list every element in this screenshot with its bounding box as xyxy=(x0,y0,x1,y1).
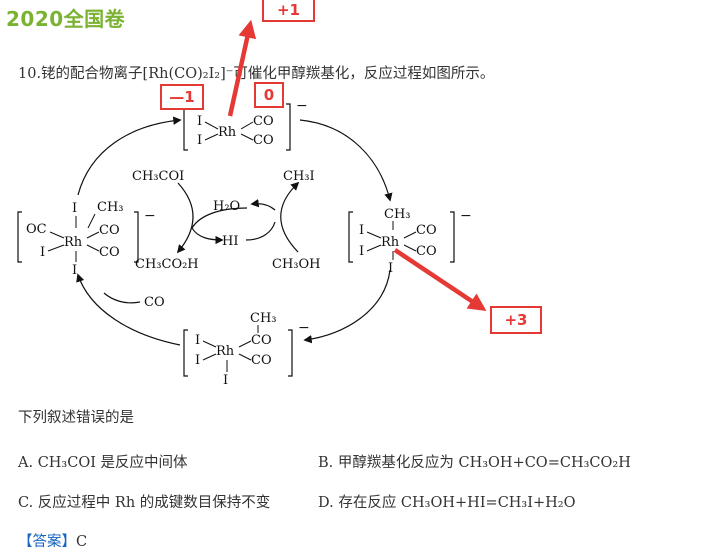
option-b: B. 甲醇羰基化反应为 CH₃OH+CO=CH₃CO₂H xyxy=(318,455,631,471)
left-i3: I xyxy=(72,263,77,278)
bottom-complex: CH₃ I I Rh CO CO I − xyxy=(183,311,310,388)
left-rh: Rh xyxy=(64,235,83,250)
cycle-arrow-bottom-left xyxy=(76,273,181,346)
left-i1: I xyxy=(72,201,77,216)
annotation-plus3: +3 xyxy=(490,306,542,334)
right-complex: CH₃ I I Rh CO CO I − xyxy=(348,207,472,276)
bottom-charge: − xyxy=(298,320,310,336)
species-ch3i: CH₃I xyxy=(283,169,315,184)
left-i2: I xyxy=(40,245,45,260)
arrow-h2o-out xyxy=(250,199,276,211)
top-rh: Rh xyxy=(218,125,237,140)
annotation-zero: 0 xyxy=(254,82,284,108)
bottom-i3: I xyxy=(223,373,228,388)
arrow-hi-in xyxy=(245,221,276,241)
right-co2: CO xyxy=(416,244,437,259)
right-charge: − xyxy=(460,208,472,224)
top-charge: − xyxy=(296,98,308,114)
page-title: 2020全国卷 xyxy=(6,7,126,31)
catalytic-cycle-diagram: I I Rh CO CO − CH₃ I I Rh CO CO I − CH₃ … xyxy=(17,19,487,388)
arrow-ch3coi-to-ch3co2h xyxy=(176,182,194,254)
left-ch3: CH₃ xyxy=(97,200,124,215)
species-ch3co2h: CH₃CO₂H xyxy=(135,257,199,272)
left-co1: CO xyxy=(99,223,120,238)
arrow-co-in xyxy=(103,292,141,304)
top-co1: CO xyxy=(253,114,274,129)
species-co: CO xyxy=(144,295,165,310)
red-arrow-plus1 xyxy=(227,19,257,117)
right-ch3: CH₃ xyxy=(384,207,411,222)
right-i3: I xyxy=(388,261,393,276)
annotation-plus1: +1 xyxy=(262,0,315,22)
right-rh: Rh xyxy=(381,235,400,250)
left-oc: OC xyxy=(26,222,47,237)
option-d: D. 存在反应 CH₃OH+HI=CH₃I+H₂O xyxy=(318,495,576,511)
species-ch3oh: CH₃OH xyxy=(272,257,321,272)
bottom-i2: I xyxy=(195,353,200,368)
top-i2: I xyxy=(197,133,202,148)
left-charge: − xyxy=(144,208,156,224)
cycle-arrow-top-right xyxy=(299,119,393,202)
arrow-h2o-in xyxy=(191,207,248,229)
species-ch3coi: CH₃COI xyxy=(132,169,184,184)
top-co2: CO xyxy=(253,133,274,148)
top-i1: I xyxy=(197,114,202,129)
option-c: C. 反应过程中 Rh 的成键数目保持不变 xyxy=(18,495,271,511)
answer-label: 【答案】 xyxy=(18,534,76,550)
bottom-ch3: CH₃ xyxy=(250,311,277,326)
answer-value: C xyxy=(76,534,88,550)
bottom-i1: I xyxy=(195,333,200,348)
top-complex: I I Rh CO CO − xyxy=(183,98,308,151)
left-co2: CO xyxy=(99,245,120,260)
question-text: 10.铑的配合物离子[Rh(CO)₂I₂]⁻可催化甲醇羰基化，反应过程如图所示。 xyxy=(18,66,495,82)
right-i1: I xyxy=(359,223,364,238)
species-hi: HI xyxy=(222,234,238,249)
bottom-rh: Rh xyxy=(216,344,235,359)
option-a: A. CH₃COI 是反应中间体 xyxy=(18,455,188,471)
question-prompt: 下列叙述错误的是 xyxy=(18,410,134,426)
right-i2: I xyxy=(359,244,364,259)
bottom-co1: CO xyxy=(251,333,272,348)
red-arrow-plus3 xyxy=(393,248,487,311)
annotation-minus1: —1 xyxy=(160,84,204,110)
species-h2o: H₂O xyxy=(213,199,240,214)
bottom-co2: CO xyxy=(251,353,272,368)
left-complex: CH₃ I OC I Rh CO CO I − xyxy=(17,200,156,278)
answer-line: 【答案】C xyxy=(18,530,87,551)
cycle-arrow-left-top xyxy=(77,116,182,196)
right-co1: CO xyxy=(416,223,437,238)
arrow-hi-out xyxy=(191,227,224,245)
arrow-ch3oh-to-ch3i xyxy=(280,181,300,253)
cycle-arrow-right-bottom xyxy=(303,269,391,344)
